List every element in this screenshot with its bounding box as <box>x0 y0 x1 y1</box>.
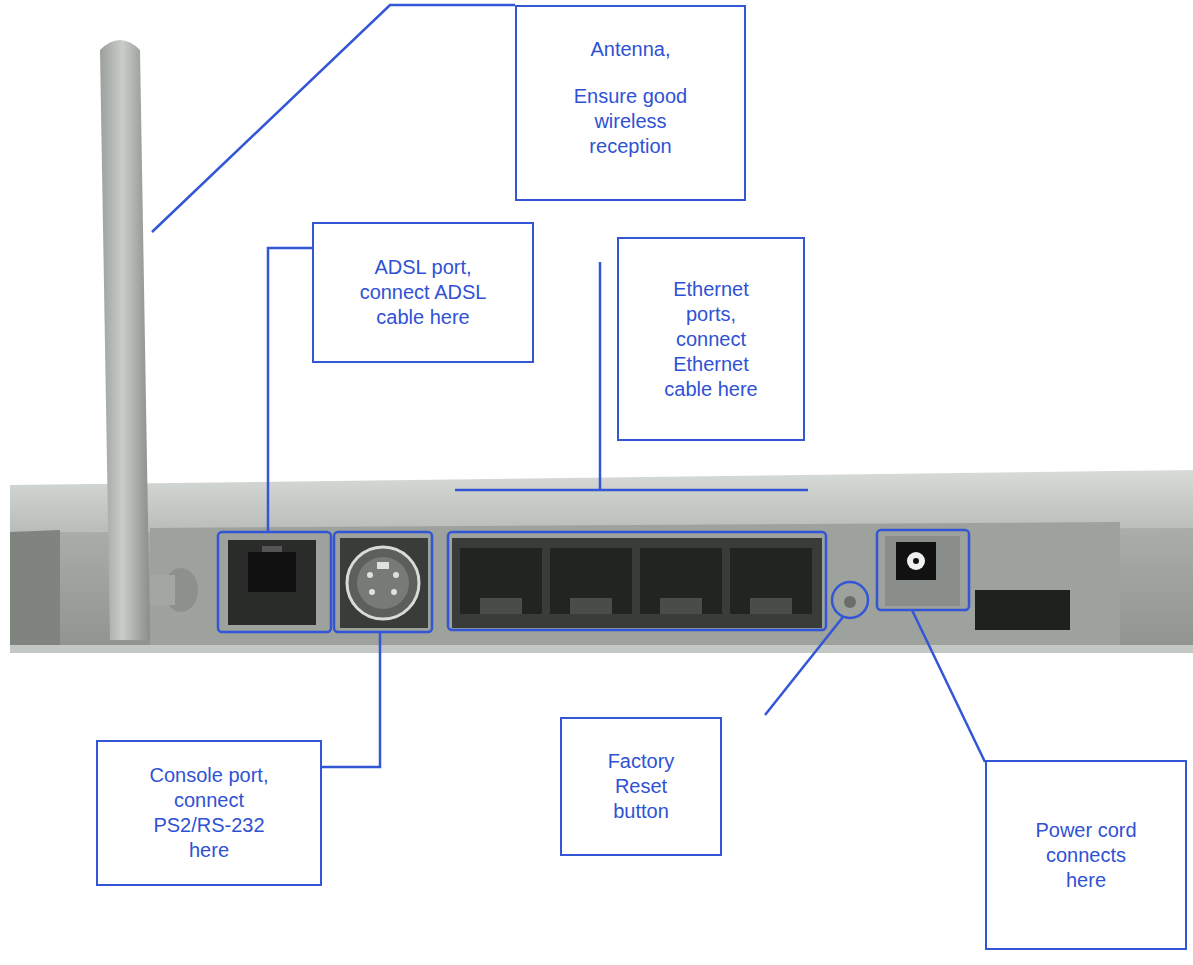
callout-box: ADSL port, connect ADSL cable here <box>312 222 534 363</box>
callout-text: Power cord connects here <box>1026 818 1146 893</box>
power-jack <box>885 536 960 606</box>
callout-text: ADSL port, connect ADSL cable here <box>348 255 498 330</box>
callout-box: Factory Reset button <box>560 717 722 856</box>
antenna <box>100 40 198 640</box>
callout-text: Antenna, <box>590 37 670 62</box>
ethernet-jacks <box>452 538 822 628</box>
callout-text: Ensure good wireless reception <box>566 84 696 159</box>
adsl-jack <box>228 540 316 625</box>
console-port <box>340 538 428 628</box>
callout-box: Console port, connect PS2/RS-232 here <box>96 740 322 886</box>
callout-box: Ethernet ports, connect Ethernet cable h… <box>617 237 805 441</box>
leader-lines <box>152 5 985 767</box>
reset-hole <box>844 596 856 608</box>
callout-box: Power cord connects here <box>985 760 1187 950</box>
router-body <box>10 470 1193 653</box>
power-switch <box>975 590 1070 630</box>
callout-box: Antenna, Ensure good wireless reception <box>515 5 746 201</box>
callout-text: Factory Reset button <box>596 749 686 824</box>
callout-text: Console port, connect PS2/RS-232 here <box>139 763 279 863</box>
callout-text: Ethernet ports, connect Ethernet cable h… <box>656 277 766 402</box>
port-highlights <box>218 530 969 632</box>
